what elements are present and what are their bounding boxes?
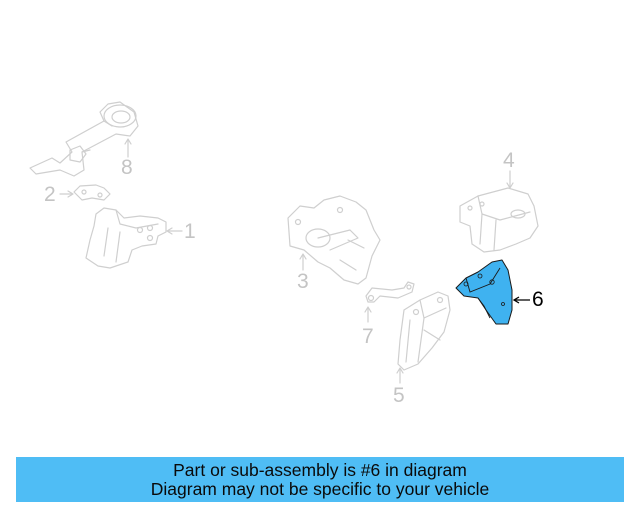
- callout-2: 2: [44, 183, 56, 206]
- info-banner: Part or sub-assembly is #6 in diagram Di…: [16, 457, 624, 502]
- parts-diagram: [29, 101, 539, 384]
- banner-line-part: Part or sub-assembly is #6 in diagram: [173, 459, 467, 480]
- callout-7: 7: [362, 325, 374, 348]
- callout-4: 4: [503, 149, 515, 172]
- part-7-rod[interactable]: [365, 281, 415, 303]
- callout-1: 1: [184, 220, 196, 243]
- callout-8: 8: [121, 156, 133, 179]
- part-1-mount[interactable]: [85, 207, 167, 269]
- part-3-engine-mount[interactable]: [287, 195, 381, 285]
- part-5-bracket[interactable]: [397, 291, 451, 371]
- callout-6: 6: [532, 288, 544, 311]
- callout-3: 3: [297, 270, 309, 293]
- banner-line-disclaimer: Diagram may not be specific to your vehi…: [150, 478, 490, 499]
- part-6-highlighted-bracket[interactable]: [455, 259, 513, 325]
- callout-5: 5: [393, 384, 405, 407]
- part-2-bracket[interactable]: [73, 184, 111, 201]
- part-8-torque-strut[interactable]: [29, 101, 139, 177]
- part-4-mount[interactable]: [459, 187, 539, 253]
